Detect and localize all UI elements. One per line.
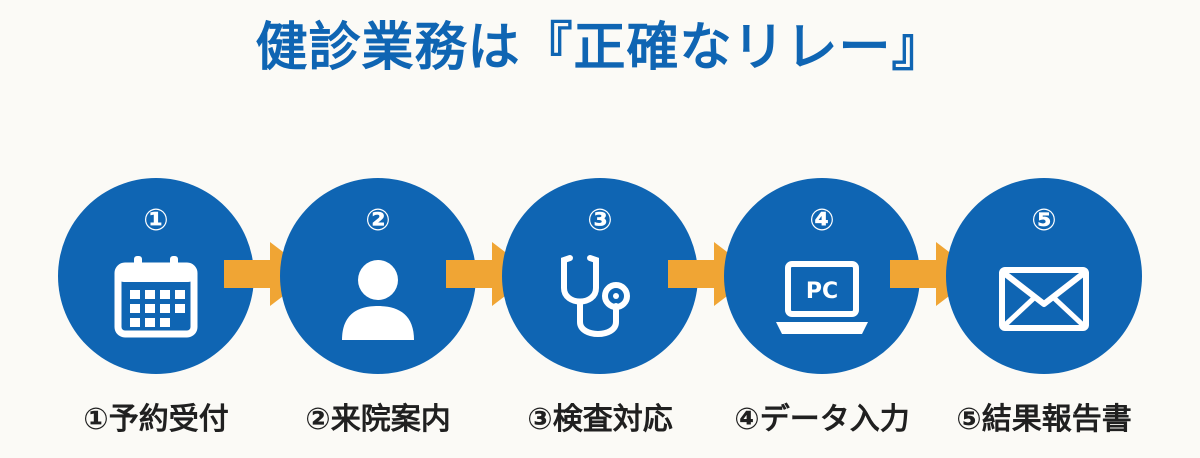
step-label-1: ①予約受付 — [83, 402, 229, 437]
step-circle-3: ③ — [502, 178, 698, 374]
step-label-4: ④データ入力 — [734, 402, 910, 437]
step-label-3: ③検査対応 — [527, 402, 673, 437]
step-number: ④ — [809, 203, 835, 238]
step-number: ② — [365, 203, 391, 238]
calendar-icon — [114, 256, 198, 338]
person-icon — [342, 260, 414, 340]
step-number: ③ — [587, 203, 613, 238]
step-number: ⑤ — [1031, 203, 1057, 238]
step-number: ① — [143, 203, 169, 238]
page-title: 健診業務は『正確なリレー』 — [255, 18, 945, 78]
stethoscope-icon — [561, 255, 630, 337]
step-circle-5: ⑤ — [946, 178, 1142, 374]
step-circle-2: ② — [280, 178, 476, 374]
step-circle-1: ① — [58, 178, 254, 374]
laptop-icon: PC — [776, 261, 868, 334]
step-label-2: ②来院案内 — [305, 402, 451, 437]
envelope-icon — [999, 267, 1089, 331]
laptop-icon-text: PC — [806, 279, 838, 304]
step-circle-4: ④ PC — [724, 178, 920, 374]
step-label-5: ⑤結果報告書 — [956, 402, 1132, 437]
